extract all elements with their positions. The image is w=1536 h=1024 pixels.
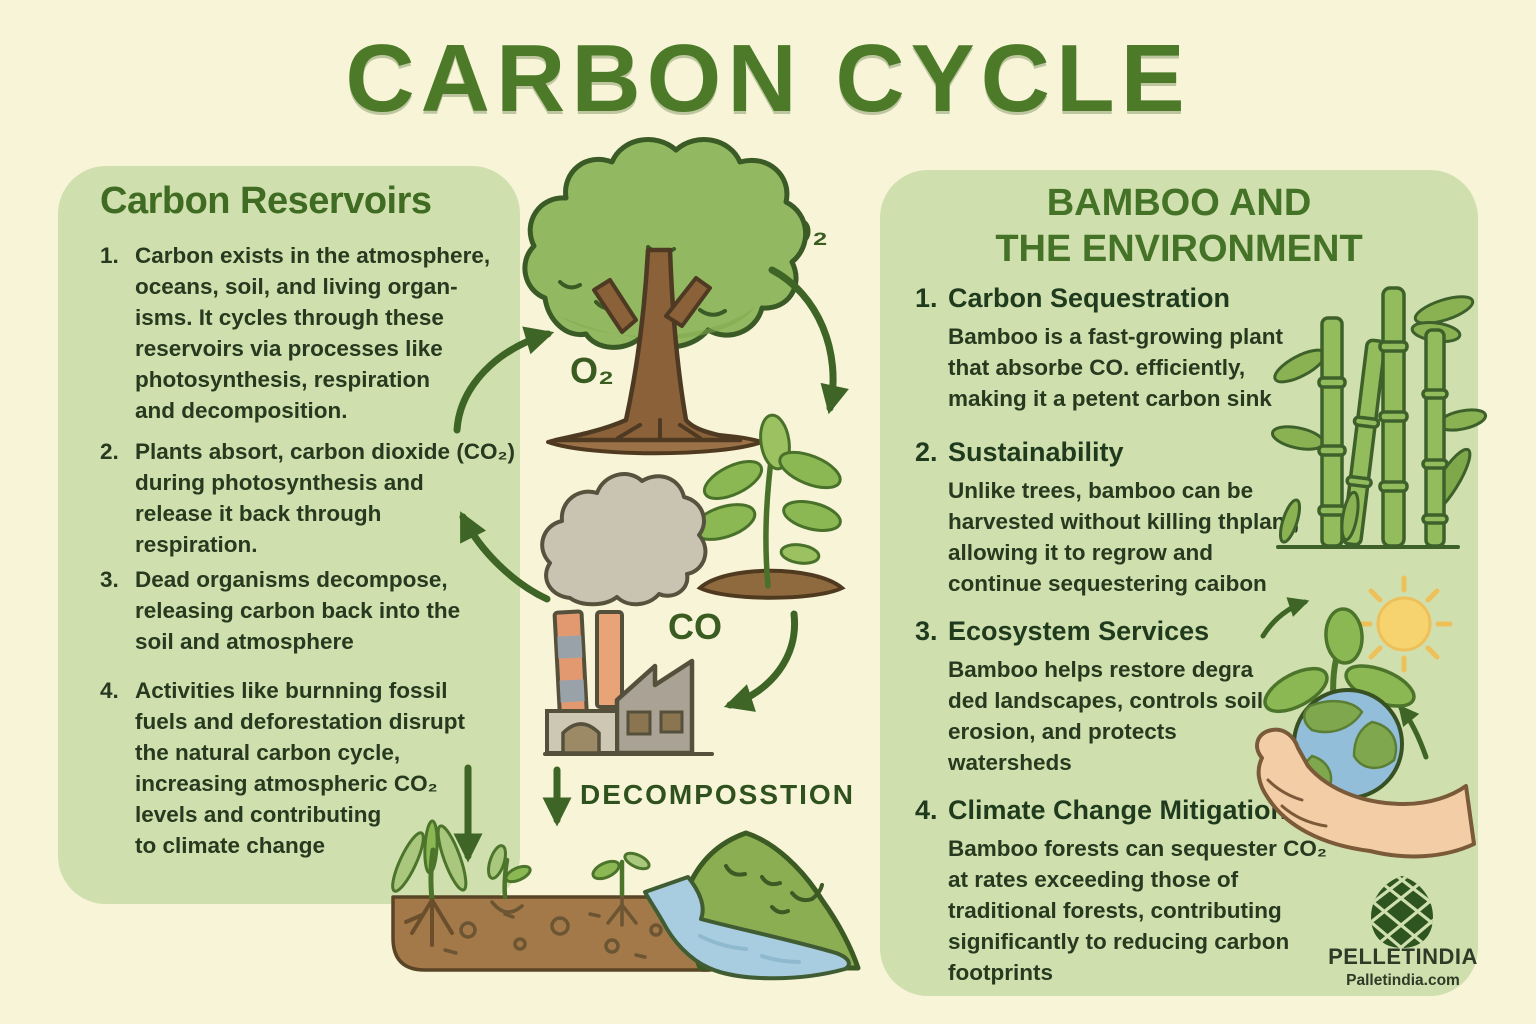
carbon-reservoirs-panel: Carbon Reservoirs 1. Carbon exists in th… (58, 166, 520, 904)
smoke-cloud (540, 472, 708, 607)
item-title: Carbon Sequestration (948, 283, 1231, 313)
item-title-row: 3. Ecosystem Services (915, 616, 1455, 647)
o2-label: O₂ (570, 350, 614, 391)
soil-illustration (391, 895, 724, 972)
item-text: Dead organisms decompose, releasing carb… (135, 567, 461, 654)
co2-to-plant-arrow (768, 266, 849, 415)
item-number: 1. (100, 243, 119, 268)
list-item: 3. Dead organisms decompose, releasing c… (100, 564, 520, 657)
brand-block: PELLETINDIA Palletindia.com (1310, 944, 1496, 990)
item-text: Unlike trees, bamboo can be harvested wi… (948, 478, 1300, 596)
item-number: 3. (100, 567, 119, 592)
left-panel-heading: Carbon Reservoirs (100, 180, 432, 222)
brand-name: PELLETINDIA (1328, 944, 1478, 969)
seedling-illustration (691, 413, 846, 600)
list-item: 1. Carbon exists in the atmosphere, ocea… (100, 240, 520, 426)
right-panel-heading: BAMBOO AND THE ENVIRONMENT (995, 182, 1363, 270)
hill-illustration (684, 830, 861, 971)
item-text: Carbon exists in the atmosphere, oceans,… (135, 243, 491, 423)
item-number: 3. (915, 616, 938, 646)
brand-website: Palletindia.com (1346, 972, 1460, 989)
list-item: 4. Climate Change Mitigation Bamboo fores… (915, 795, 1455, 988)
decomposition-label: DECOMPOSSTION (580, 779, 855, 810)
item-title-row: 4. Climate Change Mitigation (915, 795, 1455, 826)
item-text: Bamboo helps restore degra ded landscape… (948, 657, 1264, 775)
list-item: 2. Plants absort, carbon dioxide (CO₂) d… (100, 436, 520, 560)
co2-label: CO₂ (758, 211, 828, 252)
item-text: Plants absort, carbon dioxide (CO₂) duri… (135, 439, 516, 557)
item-text: Bamboo is a fast-growing plant that abso… (948, 324, 1284, 411)
item-text: Activities like burnning fossil fuels an… (135, 678, 466, 858)
plant-to-factory-arrow (723, 610, 799, 712)
list-item: 2. Sustainability Unlike trees, bamboo ca… (915, 437, 1455, 599)
item-number: 4. (100, 678, 119, 703)
item-number: 1. (915, 283, 938, 313)
item-text: Bamboo forests can sequester CO₂ at rate… (948, 836, 1327, 985)
item-title-row: 1. Carbon Sequestration (915, 283, 1455, 314)
item-number: 4. (915, 795, 938, 825)
co-label: CO (668, 606, 722, 647)
page-title: CARBON CYCLE (345, 25, 1191, 132)
item-number: 2. (915, 437, 938, 467)
list-item: 3. Ecosystem Services Bamboo helps restor… (915, 616, 1455, 778)
item-title: Ecosystem Services (948, 616, 1210, 646)
tree-illustration (522, 137, 808, 456)
list-item: 1. Carbon Sequestration Bamboo is a fast-… (915, 283, 1455, 414)
item-title: Sustainability (948, 437, 1124, 467)
item-number: 2. (100, 439, 119, 464)
item-title: Climate Change Mitigation (948, 795, 1288, 825)
river-illustration (643, 875, 851, 981)
list-item: 4. Activities like burnning fossil fuels… (100, 675, 520, 861)
bamboo-environment-panel: BAMBOO AND THE ENVIRONMENT 1. Carbon Sequ… (880, 170, 1478, 996)
item-title-row: 2. Sustainability (915, 437, 1455, 468)
